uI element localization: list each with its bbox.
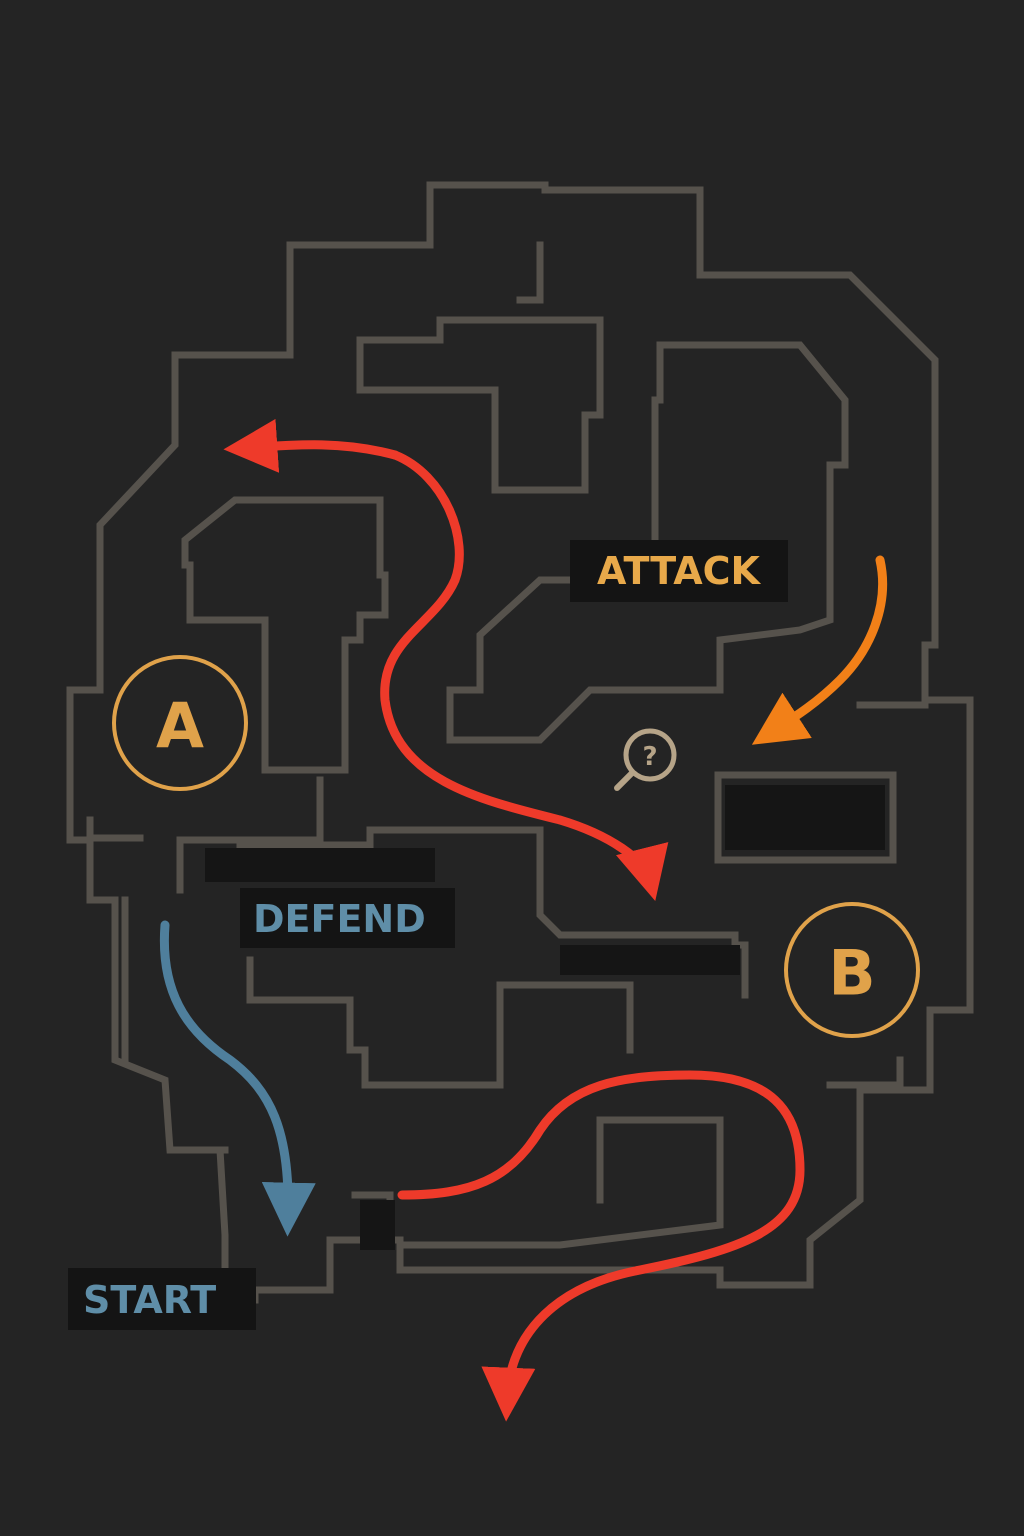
- upper-center-room: [356, 316, 604, 494]
- start-label-text: START: [83, 1278, 216, 1322]
- red-lower-route: [397, 1070, 805, 1422]
- site-a-marker[interactable]: A: [112, 655, 248, 791]
- top-notch: [516, 241, 544, 304]
- cover-blocks: [205, 771, 897, 1250]
- site-a-ring: [112, 655, 248, 791]
- start-label: START: [68, 1268, 256, 1330]
- defend-label-text: DEFEND: [253, 897, 426, 941]
- defend-cover-block: [205, 848, 435, 882]
- attack-label: ATTACK: [570, 540, 788, 602]
- right-lower-jog: [826, 1056, 904, 1089]
- mid-stub: [176, 776, 324, 894]
- start-label-bg: [68, 1268, 256, 1330]
- defend-label-bg: [240, 888, 455, 948]
- attack-label-bg: [570, 540, 788, 602]
- magnifier-handle: [614, 770, 635, 791]
- blue-route: [159, 920, 316, 1237]
- lower-right-room: [401, 1116, 724, 1249]
- site-b-marker[interactable]: B: [784, 902, 920, 1038]
- defend-label: DEFEND: [240, 888, 455, 948]
- site-a-letter: A: [156, 690, 204, 763]
- map-walls: [66, 181, 974, 1304]
- routes: [159, 418, 888, 1422]
- lower-center-block: [246, 956, 634, 1089]
- outer-wall: [66, 181, 974, 1304]
- attack-label-text: ATTACK: [597, 549, 762, 593]
- red-upper-route: [380, 450, 669, 901]
- red-upper-route-branch: [223, 418, 400, 473]
- question-mark-glyph: ?: [642, 742, 657, 772]
- b-cover-wall: [714, 771, 897, 864]
- site-b-letter: B: [828, 937, 875, 1010]
- a-side-pillar: [181, 496, 389, 774]
- a-site-divider: [86, 816, 144, 842]
- magnifier-question-icon[interactable]: ?: [614, 728, 677, 791]
- site-b-ring: [784, 902, 920, 1038]
- orange-route: [751, 555, 888, 745]
- b-cover-block: [725, 785, 885, 850]
- right-inner-column: [856, 686, 929, 709]
- start-corner-block: [360, 1200, 395, 1250]
- b-corridor-block: [560, 945, 740, 975]
- magnifier-lens: [623, 728, 677, 782]
